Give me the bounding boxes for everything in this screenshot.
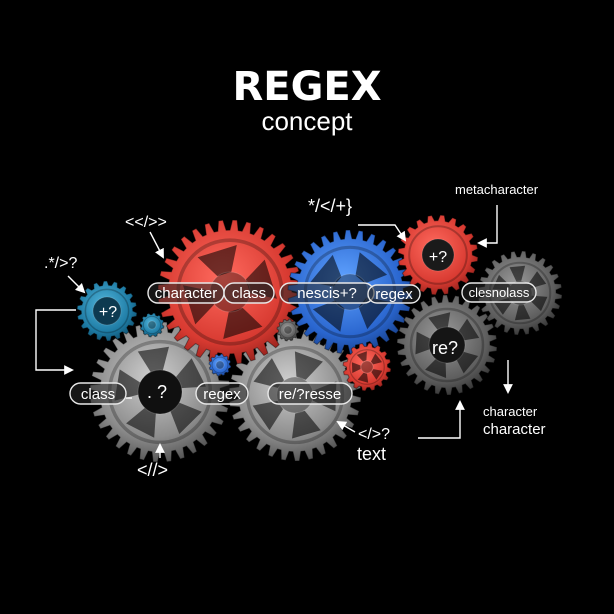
annotation-star-slash: */</+}	[308, 196, 352, 216]
pill-nescis-text: nescis+?	[297, 285, 357, 302]
arrow-character-up	[418, 400, 465, 439]
gear-label-red-small: +?	[429, 249, 447, 266]
pill-regex-bottom	[195, 382, 249, 405]
gear-red-small-top	[397, 214, 479, 296]
gear-gray-tiny	[276, 318, 300, 342]
pill-re-resse	[267, 382, 353, 405]
pill-clesnolass	[461, 282, 537, 303]
gear-label-gray-bottom-left: . ?	[147, 382, 167, 402]
pill-regex-top	[367, 284, 421, 304]
gear-teal-tiny	[139, 312, 165, 338]
annotation-metacharacter: metacharacter	[455, 182, 539, 197]
page-subtitle: concept	[261, 106, 353, 136]
arrow-loop-left	[35, 309, 76, 375]
gear-gray-right	[396, 294, 498, 396]
gear-label-gray-right: re?	[432, 338, 458, 358]
arrow-tag-top-left	[149, 231, 164, 259]
annotation-character-1: character	[483, 404, 538, 419]
annotation-text: text	[357, 444, 386, 464]
annotation-dot-star: .*/>?	[44, 255, 77, 272]
arrow-metacharacter	[477, 205, 498, 248]
pill-class-top-text: class	[232, 285, 266, 302]
pill-clesnolass-text: clesnolass	[469, 285, 530, 300]
annotation-character-2: character	[483, 421, 546, 438]
arrow-star-slash	[358, 224, 407, 242]
annotation-tag-top-left: <</>>	[125, 214, 167, 231]
arrow-tag-right	[336, 421, 356, 433]
annotation-tag-right: </>?	[358, 426, 390, 443]
gear-blue-tiny	[208, 353, 232, 377]
pill-class-bottom-text: class	[81, 386, 115, 403]
pill-regex-top-text: regex	[375, 286, 413, 303]
arrow-dot-star	[67, 275, 86, 294]
page-title: REGEX	[232, 64, 381, 110]
gear-label-teal: +?	[99, 304, 117, 321]
gear-teal-left	[76, 280, 138, 342]
gear-red-tiny	[342, 342, 392, 392]
pill-regex-bottom-text: regex	[203, 386, 241, 403]
pill-character-text: character	[155, 285, 218, 302]
pill-re-resse-text: re/?resse	[279, 386, 342, 403]
pill-class-top	[223, 282, 275, 304]
pill-class-bottom	[69, 382, 127, 405]
gear-gray-large-left	[89, 321, 231, 463]
annotation-tag-bottom: <//>	[137, 460, 168, 480]
